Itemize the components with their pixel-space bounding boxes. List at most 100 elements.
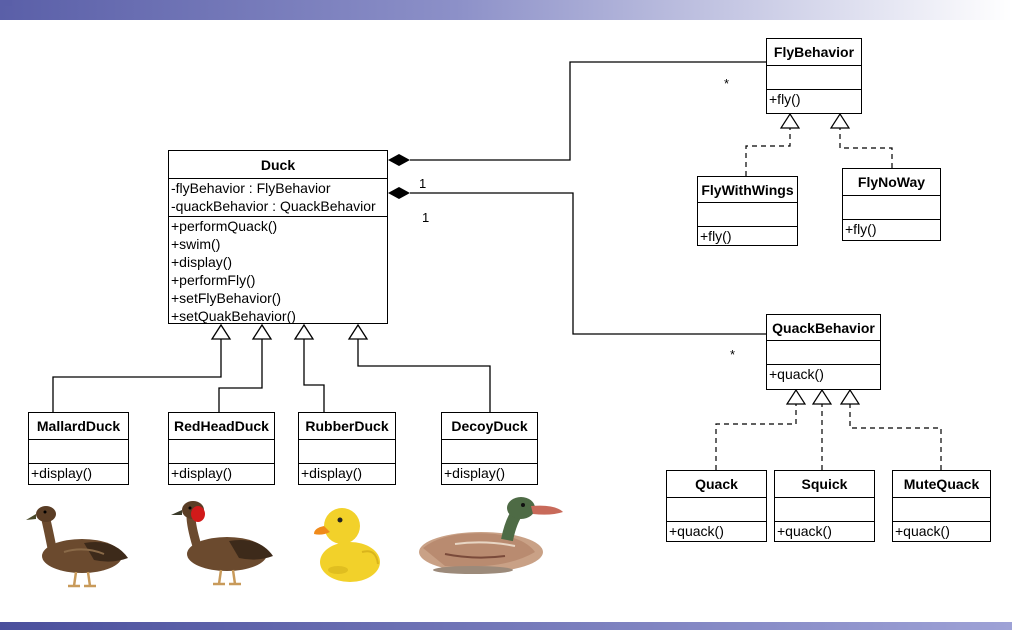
attribute: -quackBehavior : QuackBehavior <box>171 198 376 214</box>
attribute: -flyBehavior : FlyBehavior <box>171 180 331 196</box>
realization-arrow-quack-2 <box>811 388 833 405</box>
operation: +fly() <box>845 221 877 237</box>
class-operations: +display() <box>442 464 537 482</box>
class-duck[interactable]: Duck -flyBehavior : FlyBehavior -quackBe… <box>168 150 388 324</box>
class-rubber-duck[interactable]: RubberDuck +display() <box>298 412 396 485</box>
generalization-arrow-1 <box>210 323 232 340</box>
fly-realizations <box>745 128 893 176</box>
class-red-head-duck[interactable]: RedHeadDuck +display() <box>168 412 275 485</box>
class-mallard-duck[interactable]: MallardDuck +display() <box>28 412 129 485</box>
class-name: FlyWithWings <box>698 177 797 203</box>
operation: +quack() <box>669 523 724 539</box>
class-attributes <box>893 498 990 522</box>
operation: +swim() <box>171 236 221 252</box>
realization-quack <box>715 404 797 470</box>
operation: +display() <box>171 465 233 481</box>
class-attributes <box>667 498 766 522</box>
class-decoy-duck[interactable]: DecoyDuck +display() <box>441 412 538 485</box>
class-operations: +quack() <box>667 522 766 540</box>
operation: +quack() <box>777 523 832 539</box>
red-head-duck-image <box>171 501 273 586</box>
rubber-duck-image <box>314 508 380 582</box>
realization-mutequack <box>849 404 942 470</box>
class-operations: +quack() <box>893 522 990 540</box>
multiplicity-fly-one: 1 <box>419 176 427 191</box>
operation: +setQuakBehavior() <box>171 308 296 324</box>
class-operations: +fly() <box>767 90 861 108</box>
class-fly-behavior[interactable]: FlyBehavior +fly() <box>766 38 862 114</box>
realization-fly-with-wings <box>745 128 791 176</box>
class-attributes <box>775 498 874 522</box>
mallard-duck-image <box>26 506 128 588</box>
generalization-arrow-4 <box>347 323 369 340</box>
composition-line-fly <box>410 61 766 161</box>
class-name: FlyBehavior <box>767 39 861 66</box>
quack-realization-arrows <box>785 388 861 405</box>
class-operations: +display() <box>169 464 274 482</box>
operation: +fly() <box>700 228 732 244</box>
class-operations: +display() <box>299 464 395 482</box>
composition-diamond-quack <box>388 187 410 199</box>
quack-realizations <box>715 404 942 470</box>
operation: +display() <box>171 254 233 270</box>
generalization-rubber <box>303 339 325 412</box>
operation: +quack() <box>769 366 824 382</box>
realization-arrow-fly-2 <box>829 112 851 129</box>
composition-diamond-fly <box>388 154 410 166</box>
class-attributes <box>299 440 395 464</box>
operation: +display() <box>31 465 93 481</box>
duck-generalization-arrows <box>210 323 369 340</box>
realization-arrow-quack-1 <box>785 388 807 405</box>
realization-arrow-quack-3 <box>839 388 861 405</box>
class-operations: +fly() <box>843 220 940 238</box>
class-fly-no-way[interactable]: FlyNoWay +fly() <box>842 168 941 241</box>
class-attributes <box>843 196 940 220</box>
class-squick[interactable]: Squick +quack() <box>774 470 875 542</box>
class-mute-quack[interactable]: MuteQuack +quack() <box>892 470 991 542</box>
slide-header-bar <box>0 0 1012 20</box>
class-attributes <box>698 203 797 227</box>
fly-realization-arrows <box>779 112 851 129</box>
class-operations: +fly() <box>698 227 797 245</box>
operation: +performFly() <box>171 272 256 288</box>
class-fly-with-wings[interactable]: FlyWithWings +fly() <box>697 176 798 246</box>
class-name: RubberDuck <box>299 413 395 440</box>
generalization-decoy <box>357 339 491 412</box>
multiplicity-fly-star: * <box>724 76 730 91</box>
class-name: MallardDuck <box>29 413 128 440</box>
class-name: QuackBehavior <box>767 315 880 341</box>
generalization-mallard <box>52 339 222 412</box>
operation: +fly() <box>769 91 801 107</box>
class-attributes <box>767 66 861 90</box>
decoy-duck-image <box>419 497 563 574</box>
class-name: Duck <box>169 151 387 179</box>
slide-footer-bar <box>0 622 1012 630</box>
operation: +quack() <box>895 523 950 539</box>
multiplicity-quack-one: 1 <box>422 210 430 225</box>
class-attributes: -flyBehavior : FlyBehavior -quackBehavio… <box>169 179 387 217</box>
class-name: MuteQuack <box>893 471 990 498</box>
generalization-redhead <box>218 339 263 412</box>
class-name: Quack <box>667 471 766 498</box>
class-name: FlyNoWay <box>843 169 940 196</box>
class-operations: +performQuack() +swim() +display() +perf… <box>169 217 387 325</box>
realization-arrow-fly-1 <box>779 112 801 129</box>
class-attributes <box>767 341 880 365</box>
generalization-arrow-3 <box>293 323 315 340</box>
operation: +display() <box>301 465 363 481</box>
slide-header-accent <box>0 0 12 6</box>
class-operations: +quack() <box>775 522 874 540</box>
class-name: RedHeadDuck <box>169 413 274 440</box>
class-quack[interactable]: Quack +quack() <box>666 470 767 542</box>
generalization-arrow-2 <box>251 323 273 340</box>
class-attributes <box>169 440 274 464</box>
operation: +display() <box>444 465 506 481</box>
operation: +performQuack() <box>171 218 278 234</box>
class-operations: +display() <box>29 464 128 482</box>
class-quack-behavior[interactable]: QuackBehavior +quack() <box>766 314 881 390</box>
multiplicity-quack-star: * <box>730 347 736 362</box>
class-attributes <box>442 440 537 464</box>
class-operations: +quack() <box>767 365 880 383</box>
operation: +setFlyBehavior() <box>171 290 282 306</box>
